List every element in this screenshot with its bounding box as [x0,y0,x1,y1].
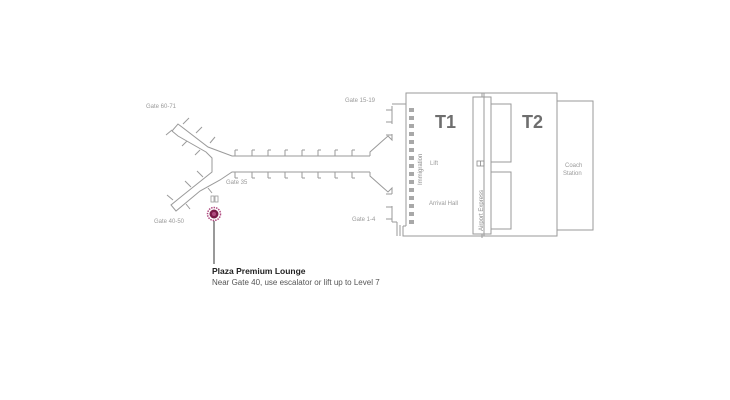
immigration-label: Immigration [418,153,424,185]
lounge-name: Plaza Premium Lounge [212,266,306,276]
arrival-hall-label: Arrival Hall [429,201,459,207]
lift-icon [210,195,219,203]
gate-15-19-label: Gate 15-19 [345,98,376,104]
terminal-2-label: T2 [522,112,544,132]
location-pin-icon [206,206,222,264]
gate-35-label: Gate 35 [226,180,248,186]
lounge-directions: Near Gate 40, use escalator or lift up t… [212,278,380,287]
airport-express-label: Airport Express [479,189,485,231]
station-label: Station [563,171,582,177]
gate-40-50-label: Gate 40-50 [154,219,185,225]
coach-label: Coach [565,163,583,169]
t2-inner-south [490,171,512,230]
main-pier-gates [234,149,355,179]
concourse-arm-south-west [166,168,370,212]
train-icon [476,160,485,167]
t2-inner-north [490,103,512,163]
connector-south [369,172,393,194]
coach-station-building [556,100,594,231]
gate-1-4-label: Gate 1-4 [352,217,376,223]
lift-label: Lift [430,161,439,167]
t1-west-gates [386,103,406,236]
connector-north [369,134,393,156]
lounge-info-panel: Plaza Premium Lounge Near Gate 40, use e… [212,266,380,289]
t2-building [483,92,558,237]
terminal-1-label: T1 [435,112,457,132]
gate-60-71-label: Gate 60-71 [146,104,177,110]
immigration-counters [409,108,414,224]
concourse-arm-north-west [165,117,370,168]
